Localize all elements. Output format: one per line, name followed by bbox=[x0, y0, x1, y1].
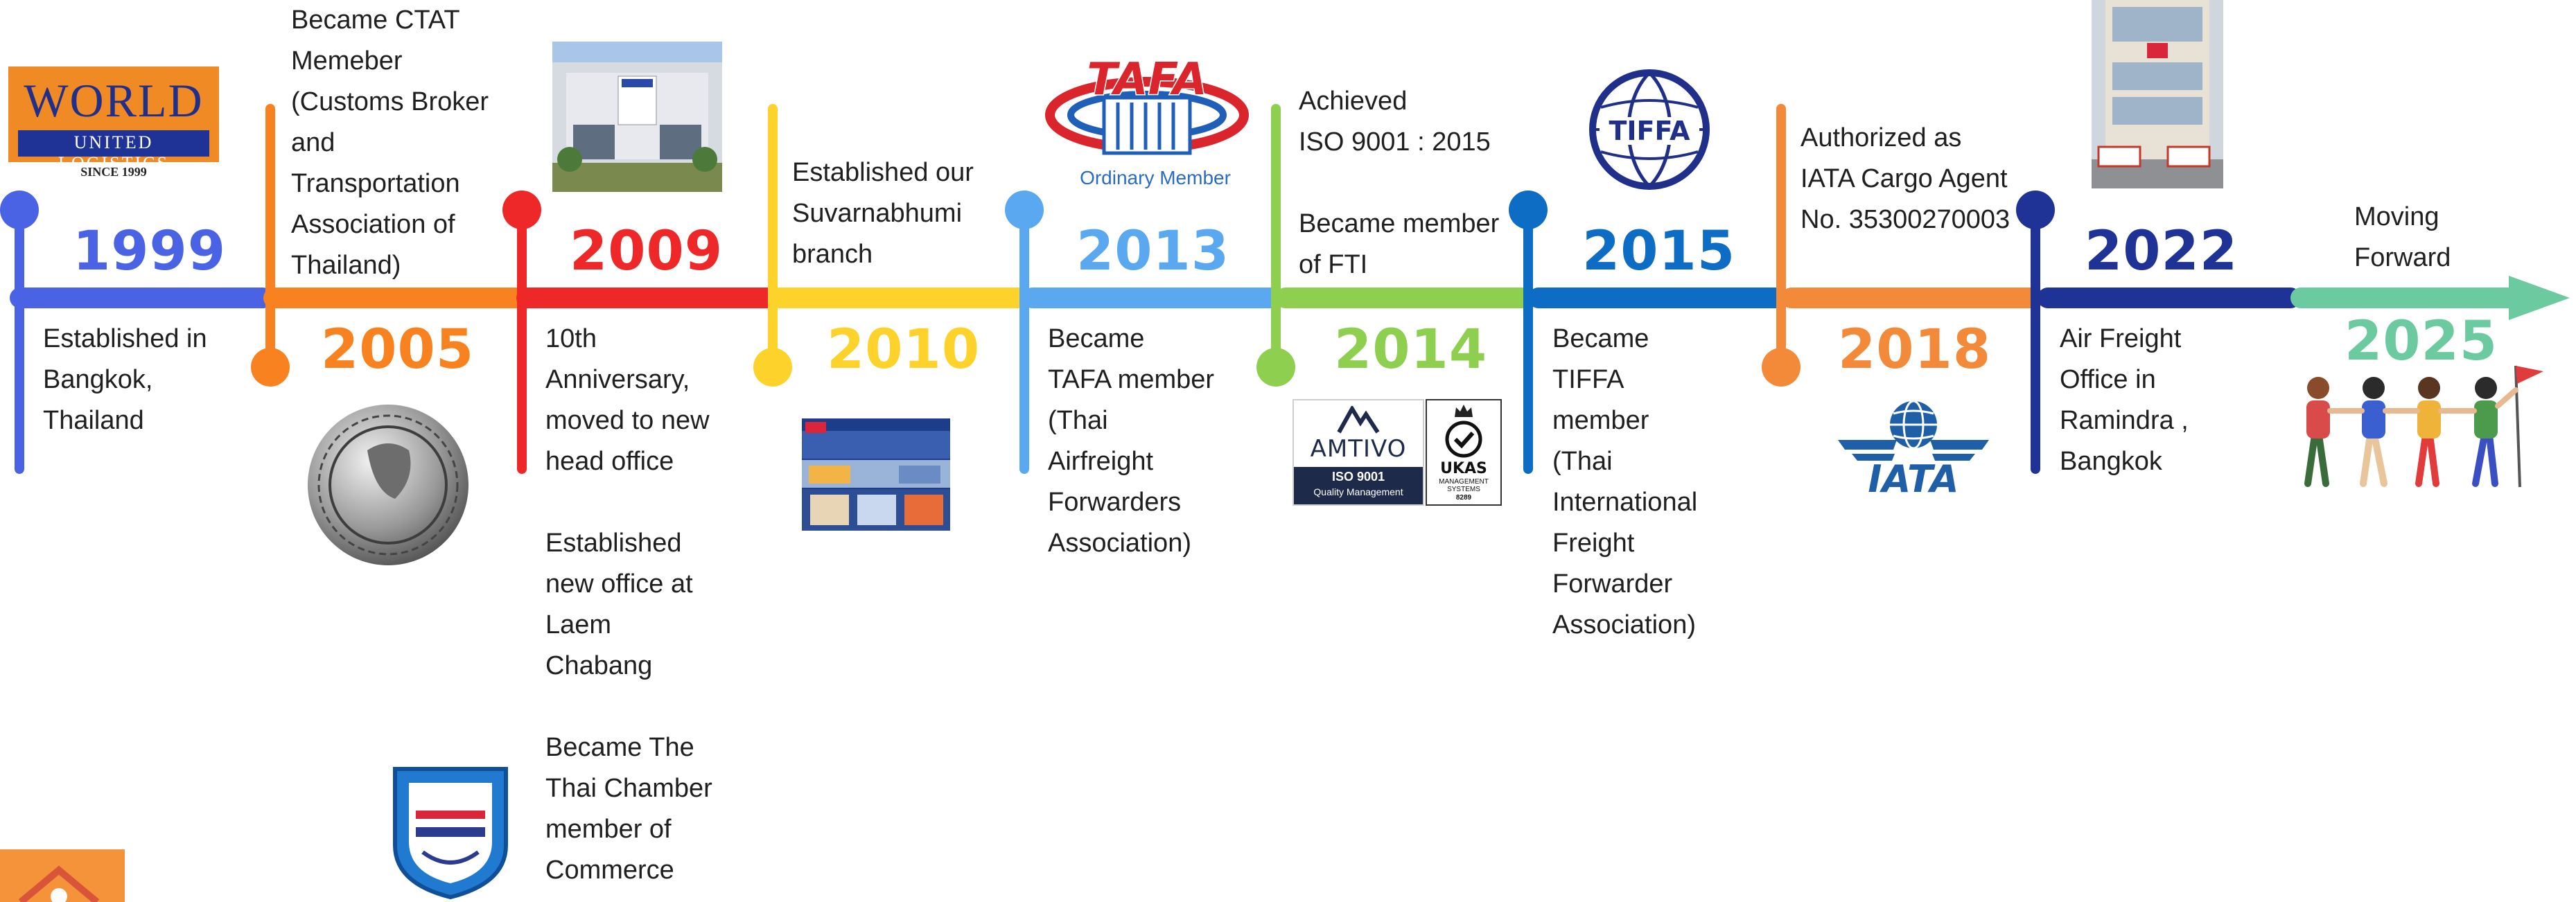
amtivo-word: AMTIVO bbox=[1310, 435, 1407, 463]
year-label-2010: 2010 bbox=[827, 319, 981, 381]
timeline-segment-1999 bbox=[10, 288, 273, 308]
amtivo-iso9001-badge: AMTIVO ISO 9001 Quality Management bbox=[1293, 399, 1424, 506]
marker-dot-2005 bbox=[251, 348, 290, 387]
year-label-2009: 2009 bbox=[570, 220, 724, 283]
moving-forward-people-illustration bbox=[2304, 365, 2543, 488]
milestone-text-2013: Became TAFA member (Thai Airfreight Forw… bbox=[1048, 324, 1215, 558]
timeline-segment-2005 bbox=[263, 288, 527, 308]
timeline-segment-2009 bbox=[516, 288, 780, 308]
ramindra-office-photo bbox=[2092, 0, 2223, 188]
year-label-2022: 2022 bbox=[2085, 220, 2238, 283]
milestone-text-2025: Moving Forward bbox=[2354, 202, 2451, 272]
tafa-logo-word: TAFA bbox=[1087, 60, 1207, 105]
suvarnabhumi-branch-photo bbox=[802, 418, 950, 531]
world-logo-word: WORLD bbox=[24, 74, 204, 127]
milestone-text-2022: Air Freight Office in Ramindra , Bangkok bbox=[2060, 324, 2189, 476]
connector-2005 bbox=[265, 104, 275, 374]
timeline-segment-2013 bbox=[1022, 288, 1286, 308]
year-label-2018: 2018 bbox=[1838, 319, 1992, 381]
ukas-sub1: MANAGEMENT bbox=[1439, 478, 1489, 486]
connector-1999 bbox=[15, 208, 24, 474]
checkmark-icon bbox=[1445, 421, 1482, 458]
timeline-segment-2018 bbox=[1781, 288, 2044, 308]
ukas-number: 8289 bbox=[1455, 494, 1472, 502]
ukas-word: UKAS bbox=[1440, 460, 1487, 477]
year-label-2015: 2015 bbox=[1582, 220, 1736, 283]
year-label-1999: 1999 bbox=[73, 220, 227, 283]
milestone-text-2015: Became TIFFA member (Thai International … bbox=[1552, 324, 1698, 639]
world-logo-since: SINCE 1999 bbox=[80, 165, 147, 179]
connector-2015 bbox=[1523, 208, 1533, 474]
milestone-text-2009: 10th Anniversary, moved to new head offi… bbox=[545, 324, 712, 885]
marker-dot-2022 bbox=[2016, 191, 2055, 229]
milestone-text-2010: Established our Suvarnabhumi branch bbox=[792, 158, 974, 269]
ctat-seal-coin bbox=[308, 405, 468, 565]
connector-2018 bbox=[1776, 104, 1786, 374]
year-label-2013: 2013 bbox=[1076, 220, 1230, 283]
iata-logo-word: IATA bbox=[1868, 457, 1959, 495]
marker-dot-2018 bbox=[1762, 348, 1800, 387]
ukas-sub2: SYSTEMS bbox=[1447, 486, 1480, 493]
milestone-text-2014: Achieved ISO 9001 : 2015 Became member o… bbox=[1299, 87, 1500, 279]
tiffa-logo-word: TIFFA bbox=[1609, 116, 1690, 146]
timeline-arrowhead bbox=[2509, 276, 2570, 320]
marker-dot-2014 bbox=[1256, 348, 1295, 387]
amtivo-qm: Quality Management bbox=[1313, 486, 1403, 497]
timeline-segment-2025 bbox=[2290, 288, 2526, 308]
marker-dot-2009 bbox=[502, 191, 541, 229]
year-label-2005: 2005 bbox=[321, 319, 475, 381]
timeline-segment-2022 bbox=[2038, 288, 2301, 308]
milestone-text-2005: Became CTAT Memeber (Customs Broker and … bbox=[291, 6, 489, 280]
amtivo-mark-icon bbox=[1337, 406, 1380, 434]
milestone-text-1999: Established in Bangkok, Thailand bbox=[43, 324, 207, 435]
connector-2022 bbox=[2031, 208, 2040, 474]
year-label-2014: 2014 bbox=[1334, 319, 1488, 381]
world-logo-subtitle: UNITED LOGISTICS bbox=[58, 132, 169, 173]
year-label-2025: 2025 bbox=[2345, 310, 2498, 373]
world-united-logistics-logo: WORLD UNITED LOGISTICS SINCE 1999 bbox=[8, 67, 219, 184]
connector-2010 bbox=[768, 104, 778, 374]
ukas-badge: UKAS MANAGEMENT SYSTEMS 8289 bbox=[1426, 399, 1502, 506]
iata-logo: IATA bbox=[1838, 400, 1989, 495]
partial-orange-logo bbox=[0, 849, 125, 902]
connector-2009 bbox=[517, 208, 527, 474]
tafa-logo-caption: Ordinary Member bbox=[1080, 167, 1231, 188]
amtivo-iso: ISO 9001 bbox=[1331, 470, 1385, 484]
timeline-segment-2010 bbox=[769, 288, 1033, 308]
timeline-segment-2014 bbox=[1275, 288, 1539, 308]
tafa-ordinary-member-logo: TAFA Ordinary Member bbox=[1045, 60, 1249, 188]
crown-icon bbox=[1455, 405, 1473, 417]
thai-chamber-badge bbox=[393, 767, 508, 900]
marker-dot-2015 bbox=[1509, 191, 1548, 229]
marker-dot-2010 bbox=[753, 348, 792, 387]
marker-dot-1999 bbox=[0, 191, 39, 229]
tiffa-logo: TIFFA bbox=[1589, 69, 1710, 190]
marker-dot-2013 bbox=[1005, 191, 1044, 229]
head-office-photo bbox=[552, 42, 722, 192]
connector-2013 bbox=[1019, 208, 1029, 474]
milestone-text-2018: Authorized as IATA Cargo Agent No. 35300… bbox=[1800, 123, 2010, 234]
timeline-segment-2015 bbox=[1528, 288, 1791, 308]
connector-2014 bbox=[1271, 104, 1281, 374]
